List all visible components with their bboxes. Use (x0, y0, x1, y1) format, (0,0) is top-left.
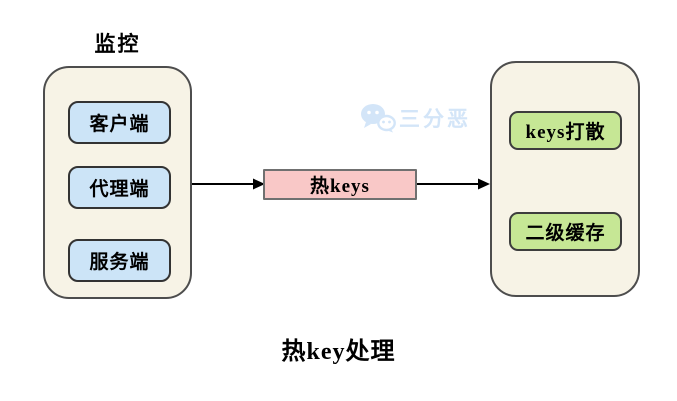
node-proxy: 代理端 (68, 166, 171, 209)
arrow-monitor-to-hotkeys (192, 178, 265, 190)
arrow-hotkeys-to-handle (417, 178, 490, 190)
node-hot-keys: 热keys (263, 169, 417, 200)
monitor-group-label: 监控 (94, 32, 141, 56)
watermark-text: 三分恶 (399, 108, 471, 131)
node-second-level-cache: 二级缓存 (509, 212, 622, 251)
handle-group-container: keys打散 二级缓存 (490, 61, 640, 297)
watermark: 三分恶 (360, 103, 471, 133)
node-server: 服务端 (68, 239, 171, 282)
diagram-title: 热key处理 (281, 339, 396, 365)
node-keys-scatter: keys打散 (509, 111, 622, 150)
wechat-icon (361, 104, 396, 133)
monitor-group-container: 客户端 代理端 服务端 (43, 66, 192, 299)
node-client: 客户端 (68, 101, 171, 144)
